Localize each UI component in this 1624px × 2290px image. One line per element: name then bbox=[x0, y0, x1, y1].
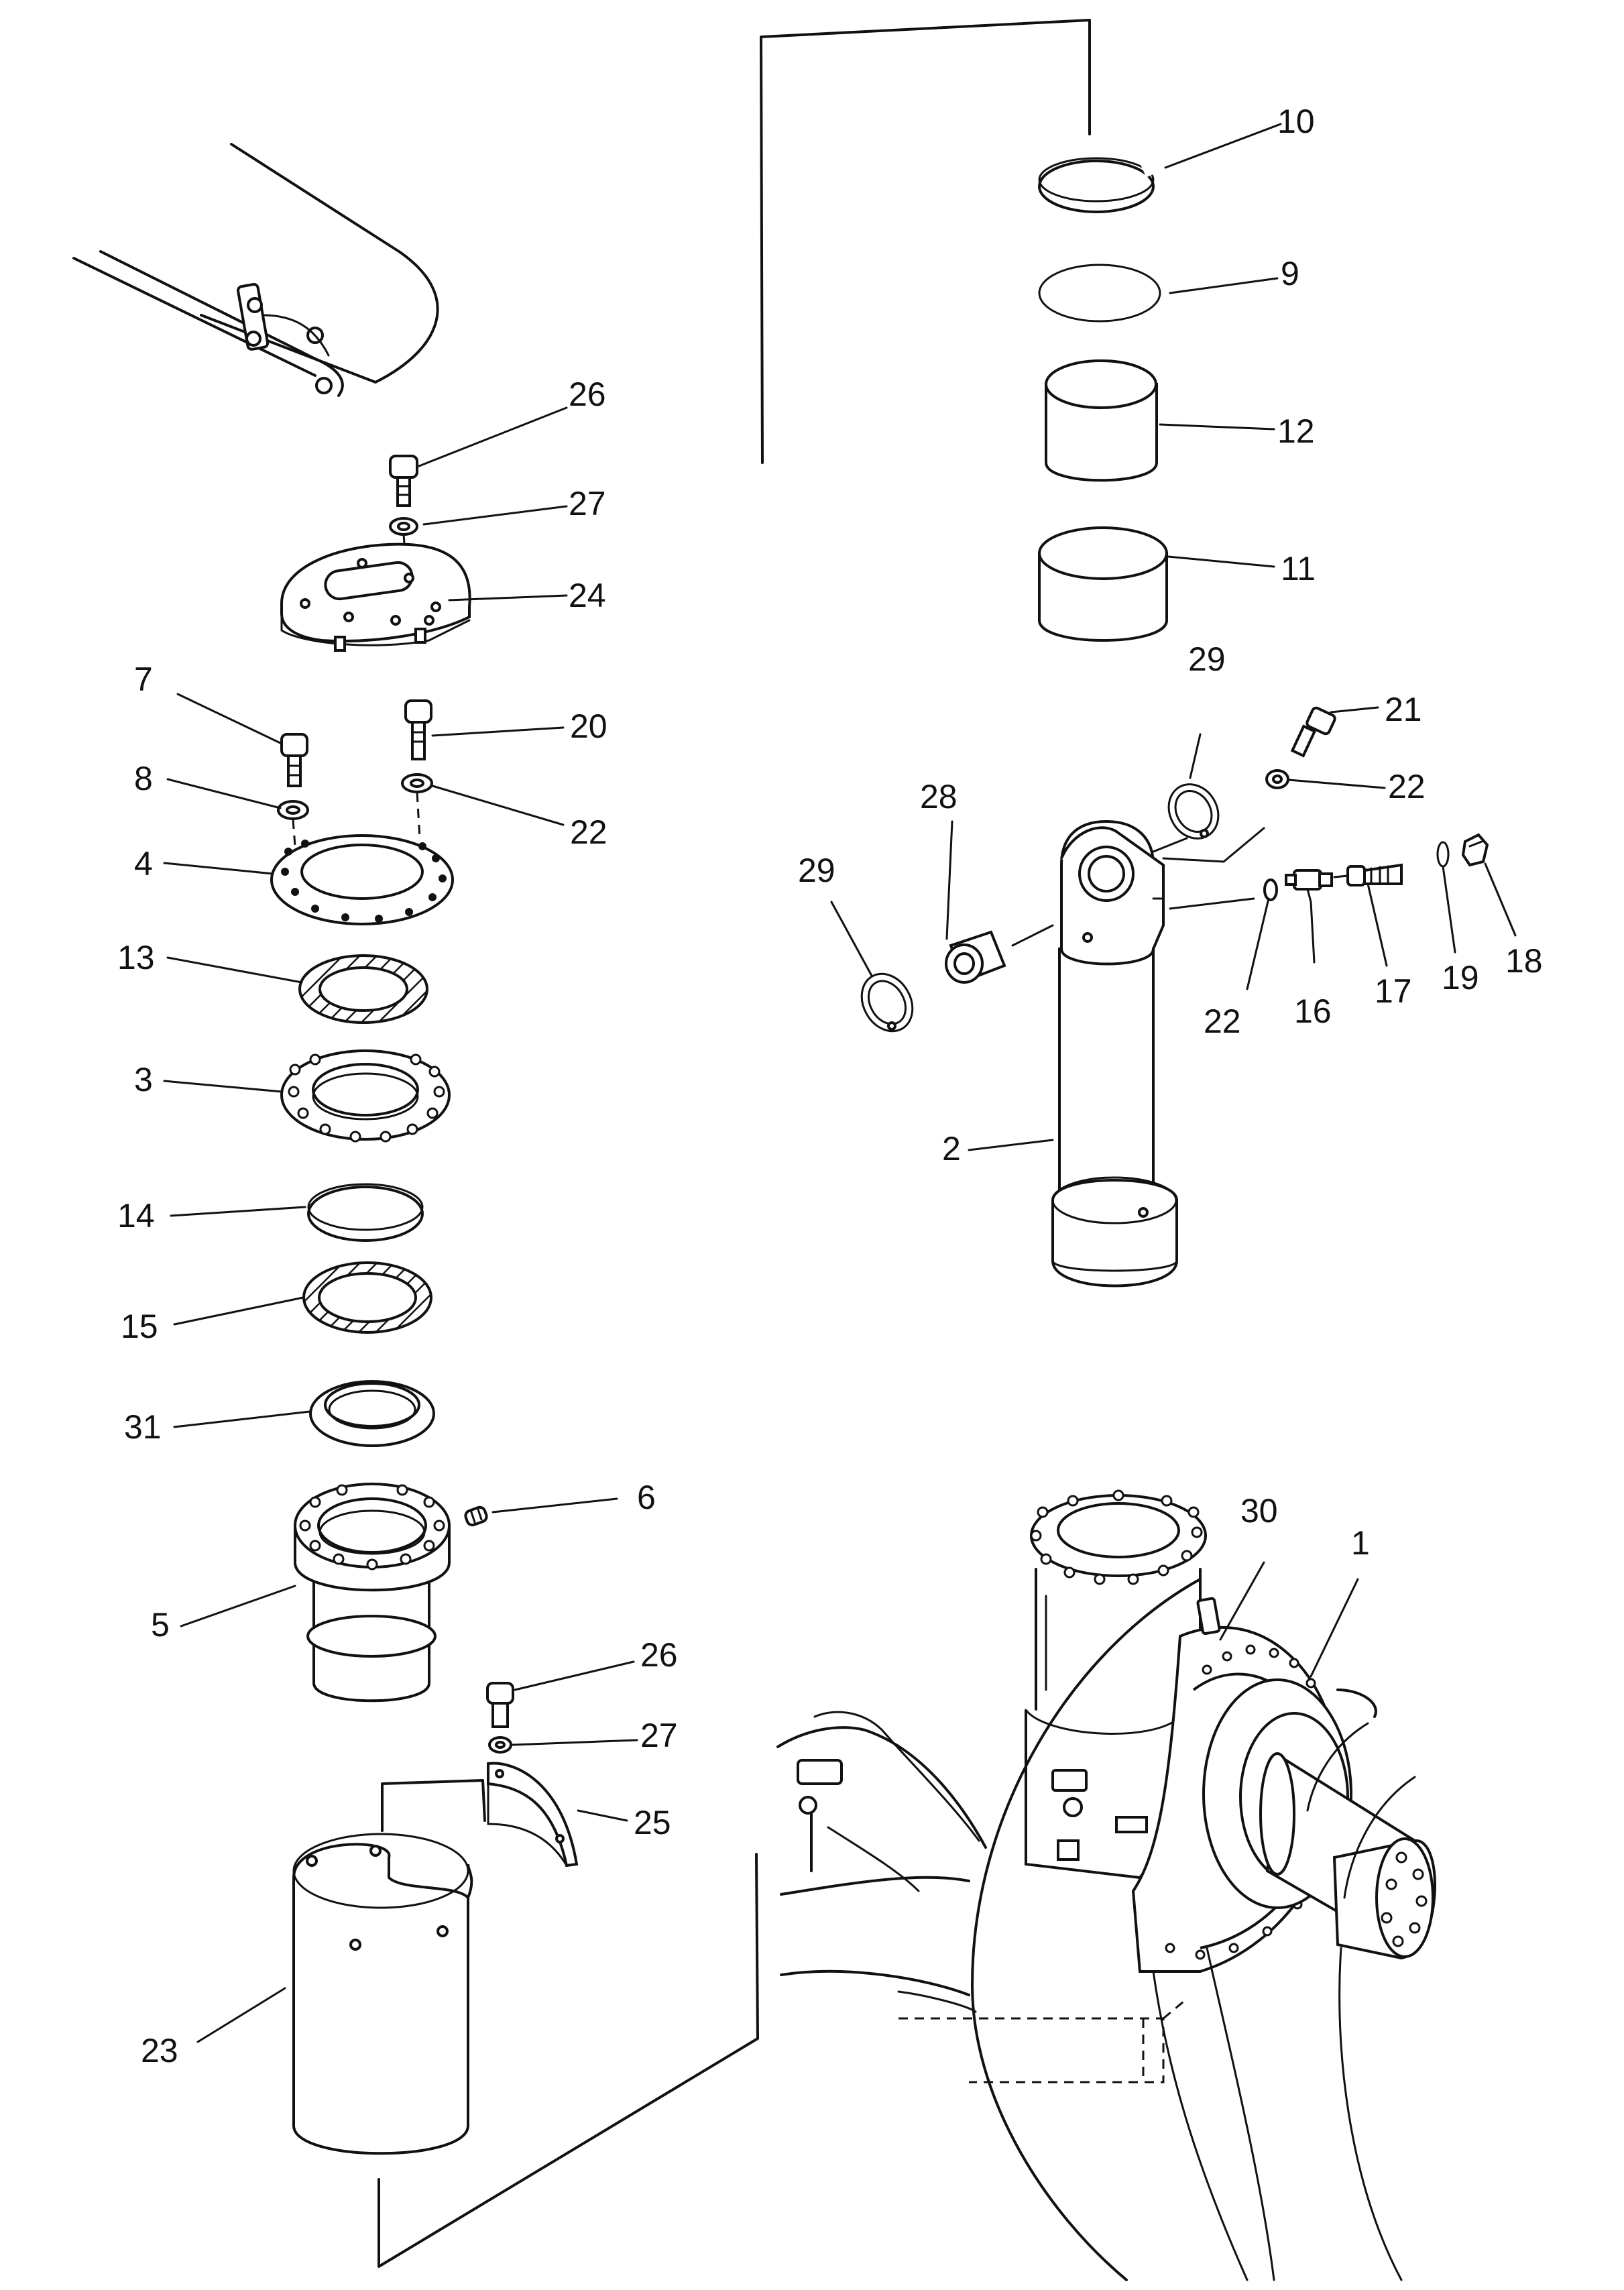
label-part-2: 2 bbox=[942, 1130, 961, 1167]
bolt-21 bbox=[1290, 706, 1336, 758]
part-labels: 10 9 12 11 29 21 22 28 29 18 19 17 16 22… bbox=[117, 103, 1543, 2069]
washer-22-lower-right bbox=[1263, 878, 1278, 901]
assembly-lines-right bbox=[1011, 827, 1265, 947]
cover-plate-24 bbox=[280, 542, 471, 652]
axle-housing-assembly bbox=[776, 1489, 1436, 2281]
leader-lines bbox=[163, 123, 1517, 2043]
label-part-27-top: 27 bbox=[569, 485, 606, 522]
label-part-7: 7 bbox=[134, 661, 153, 698]
o-ring-9 bbox=[1038, 264, 1161, 323]
label-part-28: 28 bbox=[920, 778, 958, 815]
label-part-26-lower: 26 bbox=[640, 1636, 678, 1674]
label-part-31: 31 bbox=[124, 1408, 162, 1446]
label-part-15: 15 bbox=[121, 1308, 158, 1345]
label-part-10: 10 bbox=[1277, 103, 1315, 140]
label-part-20: 20 bbox=[570, 707, 607, 745]
label-part-26-top: 26 bbox=[569, 376, 606, 413]
frame-lines bbox=[378, 19, 1091, 2268]
label-part-17: 17 bbox=[1375, 972, 1412, 1010]
guard-25 bbox=[487, 1762, 579, 1868]
label-part-16: 16 bbox=[1294, 992, 1332, 1030]
washer-22-left bbox=[401, 773, 433, 839]
snap-ring-29-left bbox=[860, 972, 914, 1033]
boom-arm-illustration bbox=[72, 143, 439, 397]
plug-6 bbox=[464, 1505, 488, 1527]
label-part-13: 13 bbox=[117, 939, 155, 976]
label-part-29-left: 29 bbox=[798, 852, 835, 889]
bushing-12 bbox=[1045, 359, 1158, 482]
washer-27-lower bbox=[488, 1736, 512, 1754]
label-part-18: 18 bbox=[1505, 942, 1543, 980]
valve-stem-17 bbox=[1333, 863, 1403, 886]
washer-22-upper-right bbox=[1265, 769, 1289, 789]
ring-flange-4 bbox=[270, 834, 454, 925]
label-part-22-lower-right: 22 bbox=[1204, 1003, 1241, 1040]
label-part-19: 19 bbox=[1442, 959, 1479, 996]
label-part-29-upper: 29 bbox=[1188, 640, 1226, 678]
o-ring-19 bbox=[1436, 841, 1450, 868]
flanged-housing-5 bbox=[294, 1483, 451, 1703]
cylinder-2 bbox=[1051, 819, 1178, 1287]
washer-8 bbox=[277, 800, 309, 847]
label-part-22-upper-right: 22 bbox=[1388, 768, 1426, 805]
bushing-11 bbox=[1038, 526, 1168, 642]
label-part-21: 21 bbox=[1385, 691, 1422, 728]
label-part-5: 5 bbox=[151, 1606, 170, 1644]
seal-13 bbox=[298, 954, 428, 1024]
label-part-3: 3 bbox=[134, 1061, 153, 1098]
bolt-20 bbox=[404, 699, 432, 760]
label-part-1: 1 bbox=[1351, 1524, 1370, 1562]
bolt-26-top bbox=[389, 455, 418, 507]
label-part-11: 11 bbox=[1281, 550, 1316, 587]
bushing-28 bbox=[945, 930, 1006, 984]
snap-ring-29-upper bbox=[1167, 783, 1220, 840]
ring-14 bbox=[307, 1183, 424, 1242]
label-part-12: 12 bbox=[1277, 412, 1315, 450]
label-part-6: 6 bbox=[637, 1479, 656, 1516]
label-part-25: 25 bbox=[634, 1804, 671, 1841]
bearing-ring-3 bbox=[280, 1049, 451, 1143]
sleeve-23 bbox=[292, 1833, 473, 2155]
split-ring-10 bbox=[1038, 157, 1155, 213]
label-part-23: 23 bbox=[141, 2032, 178, 2069]
label-part-24: 24 bbox=[569, 577, 606, 614]
label-part-30: 30 bbox=[1240, 1492, 1278, 1530]
bolt-26-lower bbox=[486, 1682, 514, 1728]
fitting-16 bbox=[1285, 869, 1333, 903]
label-part-9: 9 bbox=[1281, 255, 1299, 292]
seal-15 bbox=[302, 1261, 432, 1334]
label-part-4: 4 bbox=[134, 845, 153, 882]
label-part-14: 14 bbox=[117, 1197, 155, 1235]
label-part-22-left: 22 bbox=[570, 813, 607, 851]
label-part-27-lower: 27 bbox=[640, 1717, 678, 1754]
bolt-7 bbox=[280, 733, 308, 787]
label-part-8: 8 bbox=[134, 760, 153, 797]
seal-ring-31 bbox=[309, 1380, 435, 1447]
cap-nut-18 bbox=[1461, 833, 1489, 867]
